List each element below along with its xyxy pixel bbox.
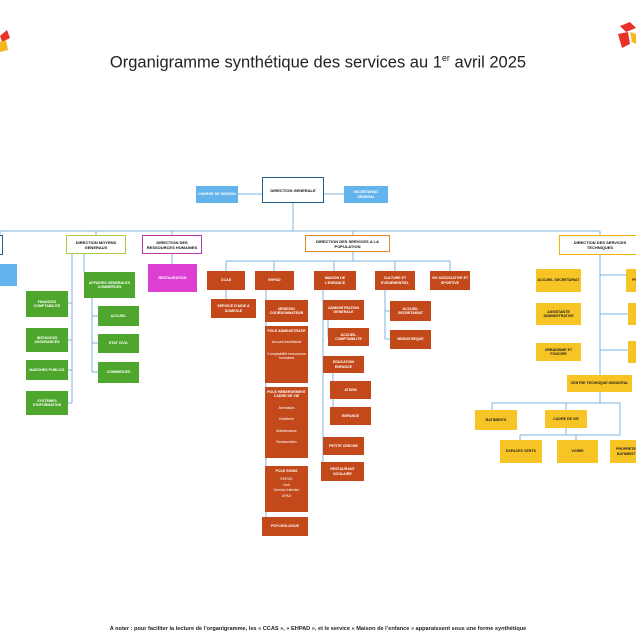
accueil-box: ACCUEIL (98, 306, 139, 326)
pole-soins-item: UPAD (281, 493, 292, 498)
pole-hebergement-item: Maintenance (276, 428, 297, 433)
pole-soins-item: EHPAD (280, 477, 293, 482)
batiments-box: BATIMENTS (475, 410, 517, 430)
medecin-coordonnateur-box: MEDECIN COORDONNATEUR (265, 300, 308, 322)
cadre-de-vie-box: CADRE DE VIE (545, 410, 587, 428)
finances-comptabilite-box: FINANCES COMPTABILITE (26, 291, 68, 317)
footnote: A noter : pour faciliter la lecture de l… (109, 626, 527, 632)
commerces-box: COMMERCES (98, 362, 139, 383)
right-cut-box-1 (628, 303, 636, 325)
voirie-box: VOIRIE (557, 440, 598, 463)
direction-rh-box: DIRECTION DES RESSOURCES HUMAINES (142, 235, 202, 254)
etat-civil-box: ETAT CIVIL (98, 334, 139, 353)
pole-administratif-box: POLE ADMINISTRATIF Accueil secrétariat C… (265, 326, 308, 383)
pole-hebergement-box: POLE HEBERGEMENT CADRE DE VIE Animation … (265, 387, 308, 458)
urbanisme-foncier-box: URBANISME ET FONCIER (536, 343, 581, 361)
affaires-generales-box: AFFAIRES GENERALES COMMERCES (84, 272, 135, 298)
direction-moyens-generaux-box: DIRECTION MOYENS GENERAUX (66, 235, 126, 254)
centre-technique-box: CENTRE TECHNIQUE MUNICIPAL (567, 375, 632, 392)
enfance-box: ENFANCE (330, 407, 371, 425)
administration-generale-box: ADMINISTRATION GENERALE (323, 300, 364, 320)
left-cut-service-box (0, 264, 17, 286)
petite-creche-box: PETITE CRECHE (323, 437, 364, 455)
left-cut-direction-box (0, 235, 3, 255)
pole-administratif-item: Comptabilité ressources humaines (267, 351, 306, 361)
right-cut-box-2 (628, 341, 636, 363)
accueil-comptabilite-box: ACCUEIL COMPTABILITE (328, 328, 369, 346)
maison-enfance-box: MAISON DE L'ENFANCE (314, 271, 356, 290)
accueil-secretariat-culture-box: ACCUEIL SECRETARIAT (390, 301, 431, 321)
education-enfance-box: EDUCATION ENFANCE (323, 356, 364, 373)
atsem-box: ATSEM (330, 381, 371, 399)
proprete-batiment-box: PROPRETE BATIMENT (610, 440, 636, 463)
logo-left-icon (0, 30, 10, 52)
ccas-box: CCAS (207, 271, 245, 290)
ehpad-box: EHPAD (255, 271, 294, 290)
instances-assurances-box: INSTANCES ASSURANCES (26, 328, 68, 352)
aide-domicile-box: SERVICE D'AIDE A DOMICILE (211, 299, 256, 318)
pole-administratif-item: Accueil secrétariat (271, 340, 302, 345)
pole-administratif-title: POLE ADMINISTRATIF (267, 329, 306, 333)
direction-techniques-box: DIRECTION DES SERVICES TECHNIQUES (559, 235, 636, 255)
assistante-administrative-box: ASSISTANTE ADMINISTRATIVE (536, 303, 581, 325)
vie-associative-box: VIE ASSOCIATIVE ET SPORTIVE (430, 271, 470, 290)
pole-soins-item: Service Infirmier (273, 488, 300, 493)
pole-soins-box: POLE SOINS EHPAD Nuit Service Infirmier … (265, 466, 308, 512)
pole-hebergement-item: Restauration (276, 440, 297, 445)
restaurant-scolaire-box: RESTAURANT SCOLAIRE (321, 462, 364, 481)
pole-soins-item: Nuit (283, 482, 290, 487)
espaces-verts-box: ESPACES VERTS (500, 440, 542, 463)
pole-hebergement-item: Hotellerie (278, 417, 295, 422)
accueil-secretariat-tech-box: ACCUEIL SECRETARIAT (536, 269, 581, 292)
secretariat-general-box: SECRETARIAT GENERAL (344, 186, 388, 203)
direction-generale-box: DIRECTION GENERALE (262, 177, 324, 203)
culture-evenementiel-box: CULTURE ET EVENEMENTIEL (375, 271, 415, 290)
pro-box: PRO (626, 269, 636, 292)
marches-publics-box: MARCHES PUBLICS (26, 360, 68, 380)
mediatheque-box: MEDIATHEQUE (390, 330, 431, 349)
restauration-rh-box: RESTAURATION (148, 264, 197, 292)
pole-soins-title: POLE SOINS (275, 469, 298, 473)
pole-hebergement-title: POLE HEBERGEMENT CADRE DE VIE (267, 390, 306, 399)
systemes-information-box: SYSTEMES D'INFORMATION (26, 391, 68, 415)
pole-hebergement-item: Animation (278, 405, 295, 410)
logo-right-icon (618, 22, 636, 48)
psychologue-box: PSYCHOLOGUE (262, 517, 308, 536)
page-title: Organigramme synthétique des services au… (109, 53, 527, 72)
charge-mission-box: CHARGE DE MISSION (196, 186, 238, 203)
direction-population-box: DIRECTION DES SERVICES A LA POPULATION (305, 235, 390, 252)
